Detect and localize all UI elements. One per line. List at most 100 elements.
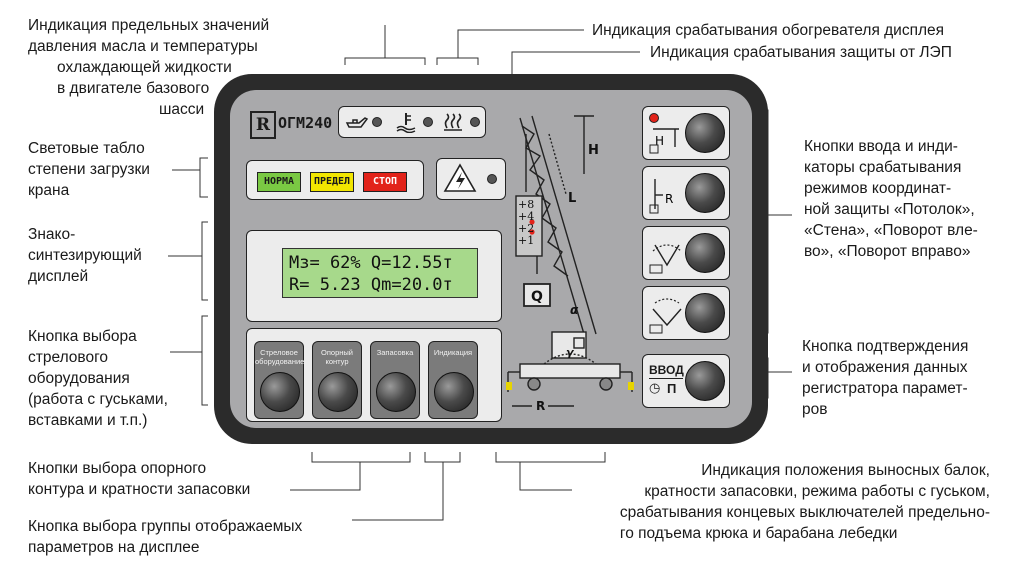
ceiling-label: Н: [655, 134, 664, 148]
indication-button[interactable]: Индикация: [428, 341, 478, 419]
length-label: L: [568, 191, 576, 206]
annotation-load-tablo: Световые табло степени загрузки крана: [28, 138, 150, 201]
heater-icon: [444, 113, 462, 131]
oil-can-icon: [345, 117, 369, 128]
annotation-line: оборудования: [28, 370, 130, 387]
annotation-line: Индикация предельных значений: [28, 17, 270, 34]
annotation-line: охлаждающей жидкости: [57, 59, 232, 76]
annotation-line: в двигателе базового: [57, 80, 210, 97]
lcd-line-2: R= 5.23 Qm=20.0т: [289, 275, 453, 295]
scale-label: +8: [518, 198, 534, 211]
control-panel: R ОГМ240: [214, 74, 768, 444]
knob[interactable]: [376, 372, 416, 412]
annotation-line: Кнопки ввода и инди-: [804, 138, 958, 155]
annotation-line: Кнопки выбора опорного: [28, 460, 207, 477]
ceiling-icon: Н: [649, 128, 679, 154]
annotation-line: синтезирующий: [28, 247, 142, 264]
wall-icon: R: [649, 179, 673, 214]
lcd-line-1: Мз= 62% Q=12.55т: [289, 253, 453, 273]
brand-logo: R: [250, 111, 276, 139]
knob[interactable]: [685, 233, 725, 273]
annotation-line: регистратора парамет-: [802, 380, 968, 397]
enter-param-label: П: [667, 381, 677, 396]
annotation-line: и отображения данных: [802, 359, 968, 376]
power-line-icon: [443, 163, 477, 192]
annotation-display: Знако- синтезирующий дисплей: [28, 224, 142, 287]
oil-led: [372, 117, 382, 127]
gamma-label: γ: [566, 346, 575, 359]
alpha-label: α: [570, 303, 579, 317]
knob[interactable]: [318, 372, 358, 412]
knob[interactable]: [685, 293, 725, 333]
boom-equipment-button[interactable]: Стреловое оборудование: [254, 341, 304, 419]
heater-led: [470, 117, 480, 127]
annotation-line: срабатывания концевых выключателей преде…: [619, 504, 990, 521]
load-label: Q: [531, 289, 543, 305]
scale-label: +1: [518, 234, 534, 247]
annotation-line: каторы срабатывания: [804, 159, 962, 176]
annotation-position-ind: Индикация положения выносных балок, крат…: [620, 460, 990, 544]
power-line-indicator: [436, 158, 506, 200]
crane-diagram: +8 +4 +2 +1 Н L Q α γ R: [506, 115, 634, 413]
annotation-line: «Стена», «Поворот вле-: [804, 222, 978, 239]
annotation-heater: Индикация срабатывания обогревателя дисп…: [592, 22, 945, 39]
knob[interactable]: [685, 361, 725, 401]
annotation-line: Индикация положения выносных балок,: [701, 462, 990, 479]
knob[interactable]: [685, 113, 725, 153]
power-line-led: [487, 174, 497, 184]
annotation-line: (работа с гуськами,: [28, 391, 168, 408]
annotation-line: вставками и т.п.): [28, 412, 148, 429]
coolant-temp-icon: [396, 113, 416, 133]
annotation-oil-temp: Индикация предельных значений давления м…: [28, 15, 269, 120]
annotation-line: параметров на дисплее: [28, 539, 200, 556]
annotation-confirm-button: Кнопка подтверждения и отображения данны…: [802, 336, 968, 420]
rotate-right-button[interactable]: [642, 286, 730, 340]
annotation-lep: Индикация срабатывания защиты от ЛЭП: [650, 44, 952, 61]
support-contour-button[interactable]: Опорный контур: [312, 341, 362, 419]
annotation-line: Кнопка подтверждения: [802, 338, 969, 355]
rotate-right-icon: [649, 298, 682, 334]
annotation-line: во», «Поворот вправо»: [804, 243, 971, 260]
annotation-line: давления масла и температуры: [28, 38, 258, 55]
rotate-left-button[interactable]: [642, 226, 730, 280]
annotation-line: степени загрузки: [28, 161, 150, 178]
reeving-button[interactable]: Запасовка: [370, 341, 420, 419]
annotation-line: крана: [28, 182, 70, 199]
button-label: Запасовка: [376, 348, 414, 357]
knob[interactable]: [685, 173, 725, 213]
wall-button[interactable]: R: [642, 166, 730, 220]
annotation-line: дисплей: [28, 268, 89, 285]
button-label: Стреловое оборудование: [255, 348, 305, 366]
annotation-param-select: Кнопка выбора группы отображаемых параме…: [28, 516, 302, 558]
annotation-boom-select: Кнопка выбора стрелового оборудования (р…: [28, 326, 168, 431]
radius-label: R: [536, 399, 545, 413]
panel-face: R ОГМ240: [230, 90, 752, 428]
scale-label: +2: [518, 222, 534, 235]
knob[interactable]: [260, 372, 300, 412]
annotation-line: шасси: [159, 101, 205, 118]
annotation-line: го подъема крюка и барабана лебедки: [619, 525, 898, 542]
enter-button[interactable]: ВВОД ◷ П: [642, 354, 730, 408]
rotate-left-icon: [649, 244, 682, 274]
scale-label: +4: [518, 210, 534, 223]
annotation-line: ров: [802, 401, 828, 418]
knob[interactable]: [434, 372, 474, 412]
model-label: ОГМ240: [278, 114, 333, 132]
button-label: Индикация: [433, 348, 473, 357]
stop-indicator: СТОП: [363, 172, 407, 192]
wall-label: R: [665, 192, 673, 206]
annotation-line: контура и кратности запасовки: [28, 481, 251, 498]
annotation-line: Световые табло: [28, 140, 145, 157]
enter-label: ВВОД: [649, 363, 684, 377]
limit-indicator: ПРЕДЕЛ: [310, 172, 354, 192]
engine-indicators: [338, 106, 486, 138]
annotation-support-select: Кнопки выбора опорного контура и кратнос…: [28, 458, 250, 500]
annotation-line: Кнопка выбора группы отображаемых: [28, 518, 303, 535]
ceiling-button[interactable]: Н: [642, 106, 730, 160]
norm-indicator: НОРМА: [257, 172, 301, 192]
annotation-line: ной защиты «Потолок»,: [804, 201, 975, 218]
load-tablo: НОРМА ПРЕДЕЛ СТОП: [246, 160, 424, 200]
annotation-line: стрелового: [28, 349, 109, 366]
button-label: Опорный контур: [321, 348, 353, 366]
ceiling-led: [649, 113, 659, 123]
